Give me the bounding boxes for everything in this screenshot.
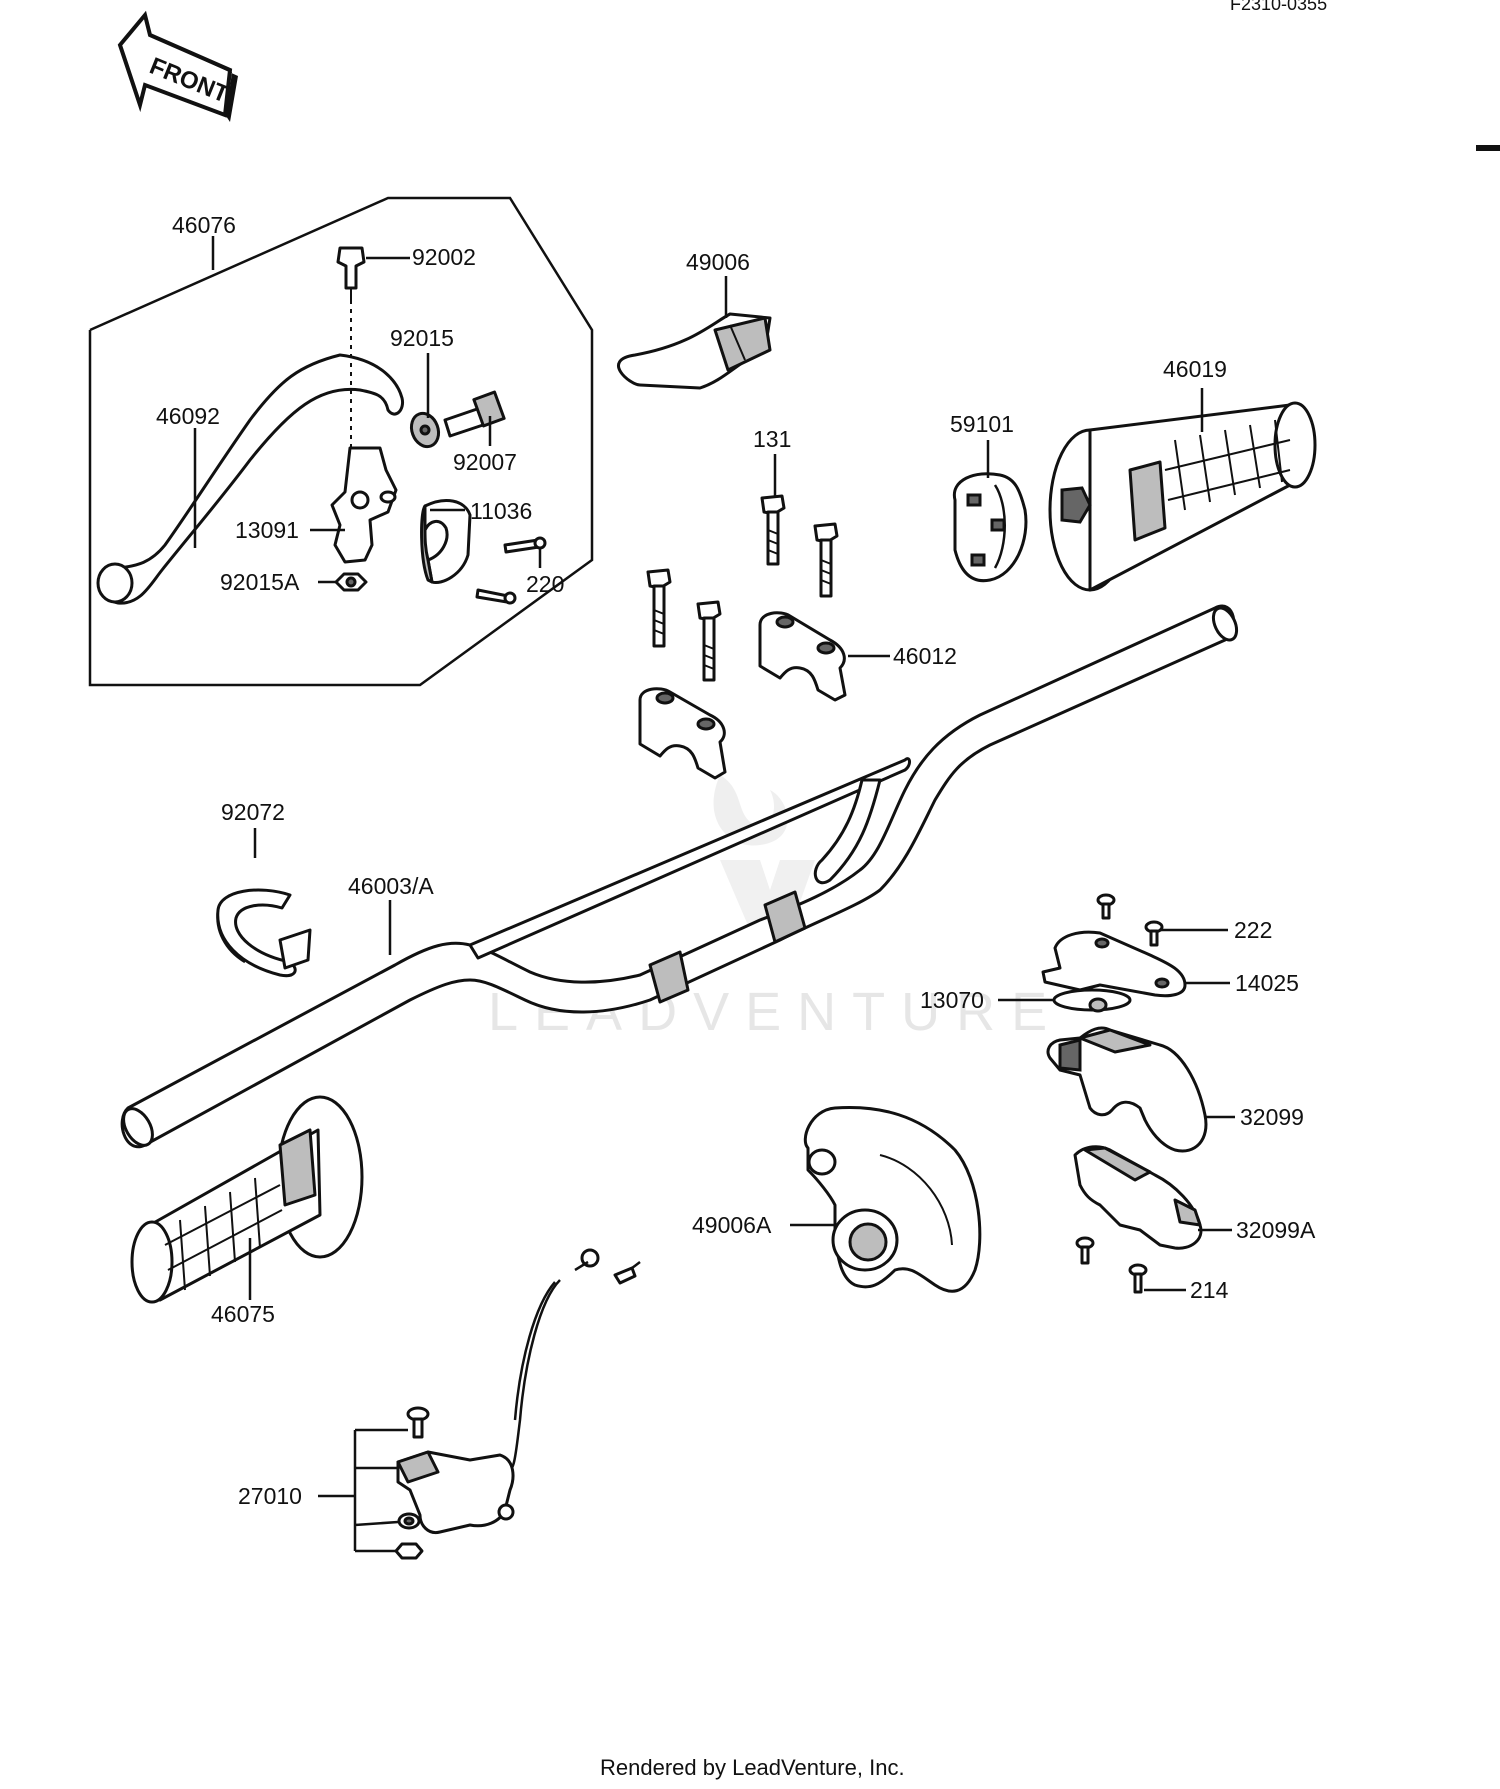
label-32099A: 32099A bbox=[1236, 1217, 1316, 1243]
bolt-131-d bbox=[696, 600, 722, 682]
screw-222-b bbox=[1144, 920, 1164, 947]
label-46012: 46012 bbox=[893, 643, 957, 669]
label-222: 222 bbox=[1234, 917, 1272, 943]
handlebar-46003A bbox=[120, 604, 1239, 1149]
label-46019: 46019 bbox=[1163, 356, 1227, 382]
label-92002: 92002 bbox=[412, 244, 476, 270]
screw-222-a bbox=[1096, 893, 1116, 920]
document-code: F2310-0355 bbox=[1230, 0, 1327, 14]
label-92072: 92072 bbox=[221, 799, 285, 825]
nut-92015A bbox=[334, 572, 368, 592]
label-13091: 13091 bbox=[235, 517, 299, 543]
bolt-92002 bbox=[336, 246, 366, 490]
handlebar-clamp-46012-upper bbox=[758, 611, 847, 702]
adjuster-bolt-92007 bbox=[443, 390, 506, 438]
throttle-housing-32099 bbox=[1046, 1026, 1208, 1153]
label-11036: 11036 bbox=[470, 498, 532, 524]
throttle-pulley-59101 bbox=[952, 472, 1028, 583]
plate-13070 bbox=[1052, 988, 1132, 1013]
label-27010: 27010 bbox=[238, 1483, 302, 1509]
label-46003A: 46003/A bbox=[348, 873, 434, 899]
bolt-131-b bbox=[813, 522, 839, 598]
switch-housing-49006A bbox=[803, 1106, 982, 1293]
clamp-11036 bbox=[420, 499, 472, 585]
clutch-lever-46092 bbox=[96, 353, 405, 605]
label-46075: 46075 bbox=[211, 1301, 275, 1327]
label-214: 214 bbox=[1190, 1277, 1229, 1303]
label-32099: 32099 bbox=[1240, 1104, 1304, 1130]
clutch-lever-assembly-box bbox=[88, 196, 594, 687]
switch-cover-49006 bbox=[617, 312, 772, 390]
leader-lines bbox=[193, 236, 1235, 1498]
label-92007: 92007 bbox=[453, 449, 517, 475]
footer-credit: Rendered by LeadVenture, Inc. bbox=[600, 1755, 905, 1780]
screw-220-lower bbox=[475, 588, 517, 605]
label-46076: 46076 bbox=[172, 212, 236, 238]
label-13070: 13070 bbox=[920, 987, 984, 1013]
screw-214-a bbox=[1075, 1236, 1095, 1265]
left-grip-46075 bbox=[130, 1095, 364, 1304]
throttle-cover-14025 bbox=[1041, 930, 1187, 998]
label-49006: 49006 bbox=[686, 249, 750, 275]
band-92072 bbox=[216, 888, 312, 978]
label-14025: 14025 bbox=[1235, 970, 1299, 996]
bolt-131-a bbox=[760, 494, 786, 566]
label-220: 220 bbox=[526, 571, 564, 597]
label-92015A: 92015A bbox=[220, 569, 300, 595]
label-59101: 59101 bbox=[950, 411, 1014, 437]
front-arrow-icon: FRONT bbox=[117, 10, 238, 122]
label-46092: 46092 bbox=[156, 403, 220, 429]
switch-27010 bbox=[353, 1248, 641, 1560]
screw-220-upper bbox=[503, 536, 547, 554]
adjuster-nut-92015 bbox=[409, 411, 441, 449]
label-131: 131 bbox=[753, 426, 791, 452]
right-grip-46019 bbox=[1048, 401, 1317, 592]
bolt-131-c bbox=[646, 568, 672, 648]
lever-holder-13091 bbox=[330, 446, 398, 564]
handlebar-clamp-46012-lower bbox=[638, 687, 727, 780]
throttle-housing-32099A bbox=[1073, 1145, 1203, 1250]
label-49006A: 49006A bbox=[692, 1212, 772, 1238]
label-92015: 92015 bbox=[390, 325, 454, 351]
screw-214-b bbox=[1128, 1263, 1148, 1294]
